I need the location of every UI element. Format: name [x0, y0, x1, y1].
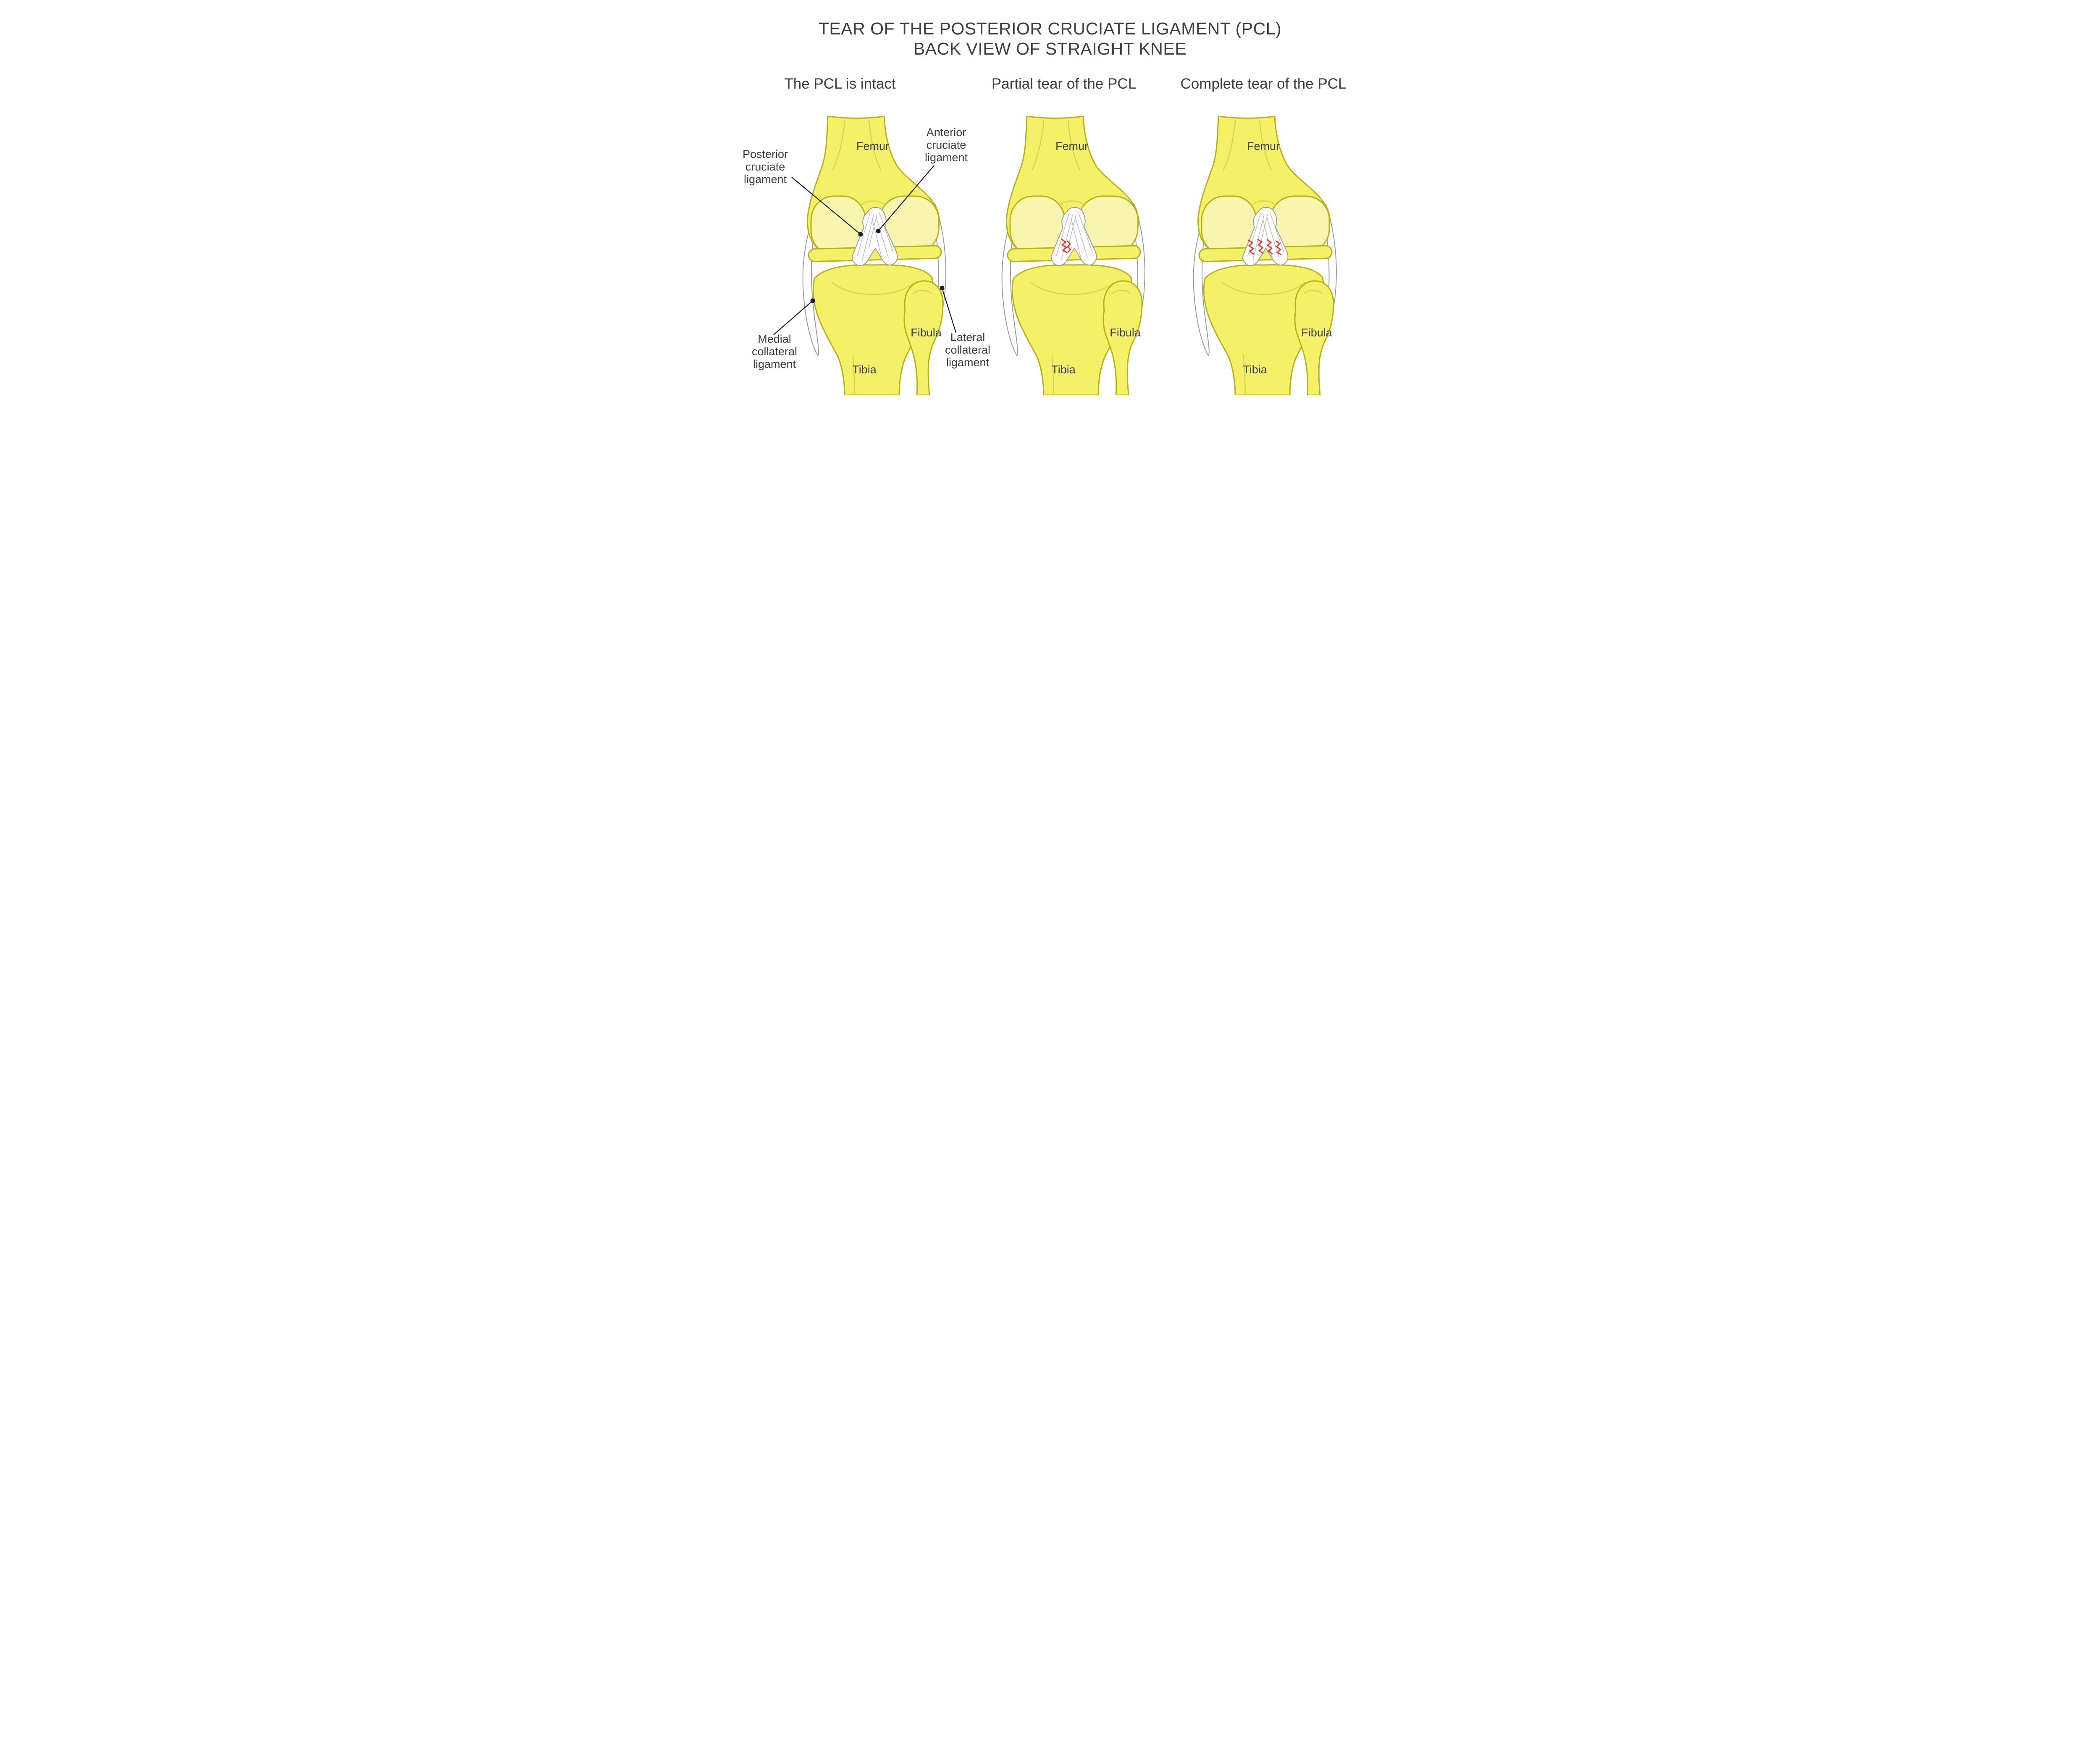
- tibia-label: Tibia: [852, 363, 877, 376]
- knee-illustration: [1001, 115, 1146, 395]
- femur-label: Femur: [1247, 140, 1280, 152]
- callout-line-text: collateral: [751, 345, 798, 358]
- femur-label: Femur: [1055, 140, 1088, 152]
- figure-page: TEAR OF THE POSTERIOR CRUCIATE LIGAMENT …: [714, 0, 1386, 420]
- callout-line-text: Anterior: [926, 126, 966, 139]
- callout-lateral-collateral-ligament: Lateral collateral ligament: [932, 331, 1003, 369]
- figure-title-line2: BACK VIEW OF STRAIGHT KNEE: [913, 39, 1187, 58]
- callout-line-text: Medial: [758, 333, 791, 345]
- callout-medial-collateral-ligament: Medial collateral ligament: [739, 333, 810, 370]
- panel-heading-intact: The PCL is intact: [784, 76, 896, 92]
- panel-heading-partial-tear: Partial tear of the PCL: [991, 76, 1137, 92]
- callout-line-text: cruciate: [745, 160, 785, 173]
- knee-partial-tear: Femur Tibia Fibula: [1001, 115, 1146, 395]
- partial-tear-mark: [1061, 239, 1072, 253]
- figure-title-line1: TEAR OF THE POSTERIOR CRUCIATE LIGAMENT …: [818, 19, 1282, 38]
- figure-title: TEAR OF THE POSTERIOR CRUCIATE LIGAMENT …: [714, 18, 1386, 59]
- callout-posterior-cruciate-ligament: Posterior cruciate ligament: [730, 148, 801, 186]
- knee-complete-tear: Femur Tibia Fibula: [1193, 115, 1337, 395]
- tibia-label: Tibia: [1051, 363, 1076, 376]
- callout-line-text: ligament: [946, 356, 990, 369]
- callout-line-text: collateral: [945, 344, 991, 356]
- fibula-label: Fibula: [1110, 326, 1141, 339]
- callout-line-text: Lateral: [950, 331, 985, 344]
- callout-line-text: ligament: [924, 151, 968, 164]
- callout-line-text: ligament: [753, 358, 796, 370]
- fibula-label: Fibula: [1301, 326, 1333, 339]
- callout-line-text: cruciate: [926, 139, 966, 151]
- panel-heading-complete-tear: Complete tear of the PCL: [1180, 76, 1347, 92]
- femur-label: Femur: [856, 140, 889, 152]
- knee-intact: Femur Tibia Fibula: [802, 115, 947, 395]
- callout-anterior-cruciate-ligament: Anterior cruciate ligament: [911, 126, 982, 164]
- tibia-label: Tibia: [1243, 363, 1268, 376]
- knee-illustration: [1193, 115, 1337, 395]
- callout-line-text: Posterior: [742, 148, 788, 160]
- fibula-label: Fibula: [911, 326, 942, 339]
- callout-line-text: ligament: [743, 173, 787, 186]
- complete-tear-mark: [1248, 239, 1282, 255]
